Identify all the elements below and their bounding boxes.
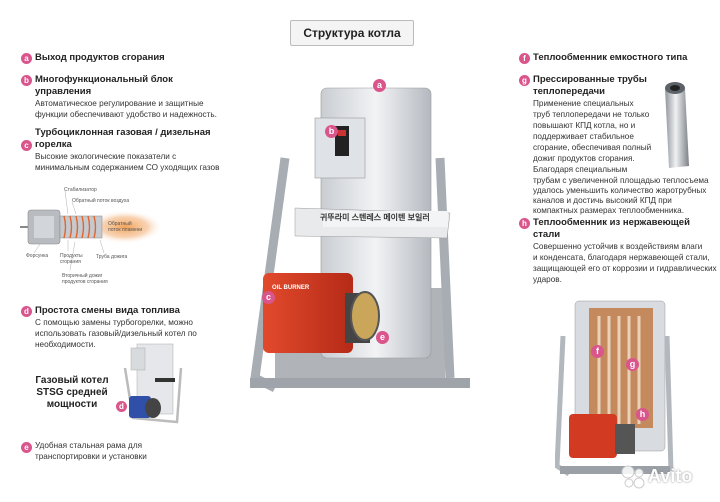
- heading-burner-2: горелка: [35, 139, 72, 150]
- label-nozzle: Форсунка: [26, 253, 49, 259]
- desc-tubes-11: компактных размерах теплообменника.: [533, 206, 684, 215]
- desc-tubes-7: Благодаря специальным: [533, 165, 628, 174]
- page-title: Структура котла: [290, 20, 414, 46]
- badge-d-small: d: [116, 401, 127, 412]
- desc-tubes-1: Применение специальных: [533, 99, 634, 108]
- desc-control-2: функции обеспечивают удобство и надежнос…: [35, 110, 217, 119]
- badge-f: f: [519, 53, 530, 64]
- desc-stainless-3: защищающей его от коррозии и гидравличес…: [533, 264, 717, 273]
- badge-h: h: [519, 218, 530, 229]
- desc-stainless-2: и конденсата, благодаря нержавеющей стал…: [533, 253, 710, 262]
- main-boiler-image: [250, 87, 470, 393]
- badge-a: a: [21, 53, 32, 64]
- tube-image: [665, 82, 689, 168]
- avito-logo-icon: [621, 465, 645, 489]
- burner-diagram: [20, 190, 160, 271]
- heading-exhaust: Выход продуктов сгорания: [35, 52, 165, 63]
- heading-heat-exchanger: Теплообменник емкостного типа: [533, 52, 688, 63]
- desc-stainless-4: ударов.: [533, 275, 562, 284]
- desc-tubes-8: трубам с увеличенной площадью теплосъема: [533, 176, 709, 185]
- desc-fuel-2: использовать газовый/дизельный котел по: [35, 329, 197, 338]
- label-secondary-2: продуктов сгорания: [62, 279, 108, 285]
- label-secondary-1: Вторичный дожиг: [62, 273, 103, 279]
- desc-burner-2: минимальным содержанием СО уходящих газо…: [35, 163, 220, 172]
- badge-b: b: [21, 75, 32, 86]
- heading-stainless-2: стали: [533, 229, 561, 240]
- label-reverse-flow-2: поток пламени: [108, 227, 143, 233]
- desc-tubes-6: дожиг продуктов сгорания.: [533, 154, 635, 163]
- pointer-badge-c: c: [262, 291, 275, 304]
- pointer-badge-a: a: [373, 79, 386, 92]
- label-tube: Труба дожига: [96, 254, 128, 260]
- pointer-badge-e: e: [376, 331, 389, 344]
- pointer-badge-b: b: [325, 125, 338, 138]
- badge-c: c: [21, 140, 32, 151]
- label-combustion-2: сгорания: [60, 259, 81, 265]
- heading-stainless-1: Теплообменник из нержавеющей: [533, 217, 690, 228]
- label-combustion-1: Продукты: [60, 253, 83, 259]
- desc-burner-1: Высокие экологические показатели с: [35, 152, 177, 161]
- desc-tubes-3: повышают КПД котла, но и: [533, 121, 636, 130]
- label-reverse-flow-1: Обратный: [108, 221, 132, 227]
- desc-tubes-9: удалось уменьшить количество жаротрубных: [533, 186, 707, 195]
- desc-tubes-4: поддерживает стабильное: [533, 132, 634, 141]
- heading-pressed-tubes-2: теплопередачи: [533, 86, 605, 97]
- heading-control-1: Многофункциональный блок: [35, 74, 173, 85]
- small-boiler-image: [123, 343, 183, 424]
- heading-fuel-change: Простота смены вида топлива: [35, 305, 180, 316]
- small-boiler-label-1: Газовый котел: [35, 375, 109, 386]
- avito-watermark: Avito: [620, 462, 715, 492]
- badge-e: e: [21, 442, 32, 453]
- pointer-badge-h: h: [636, 408, 649, 421]
- small-boiler-label-3: мощности: [46, 399, 98, 410]
- label-return-air: Обратный поток воздуха: [72, 198, 130, 204]
- pointer-badge-g: g: [626, 358, 639, 371]
- avito-text: Avito: [648, 466, 693, 486]
- desc-stainless-1: Совершенно устойчив к воздействиям влаги: [533, 242, 703, 251]
- heading-pressed-tubes-1: Прессированные трубы: [533, 74, 647, 85]
- desc-control-1: Автоматическое регулирование и защитные: [35, 99, 204, 108]
- badge-d: d: [21, 306, 32, 317]
- boiler-brand-text: 귀뚜라미 스텐레스 메이텐 보일러: [320, 213, 430, 222]
- small-boiler-label-2: STSG средней: [36, 387, 108, 398]
- desc-frame-1: Удобная стальная рама для: [35, 441, 143, 450]
- heading-burner-1: Турбоциклонная газовая / дизельная: [35, 127, 211, 138]
- desc-fuel-3: необходимости.: [35, 340, 96, 349]
- pointer-badge-f: f: [591, 345, 604, 358]
- heading-control-2: управления: [35, 86, 92, 97]
- burner-brand-text: OIL BURNER: [272, 285, 310, 291]
- desc-frame-2: транспортировки и установки: [35, 452, 147, 461]
- desc-fuel-1: С помощью замены турбогорелки, можно: [35, 318, 193, 327]
- badge-g: g: [519, 75, 530, 86]
- label-stabilizer: Стабилизатор: [64, 187, 97, 193]
- desc-tubes-5: сгорание, обеспечивая полный: [533, 143, 652, 152]
- desc-tubes-10: каналов и достичь высокий КПД при: [533, 196, 672, 205]
- desc-tubes-2: труб теплопередачи не только: [533, 110, 650, 119]
